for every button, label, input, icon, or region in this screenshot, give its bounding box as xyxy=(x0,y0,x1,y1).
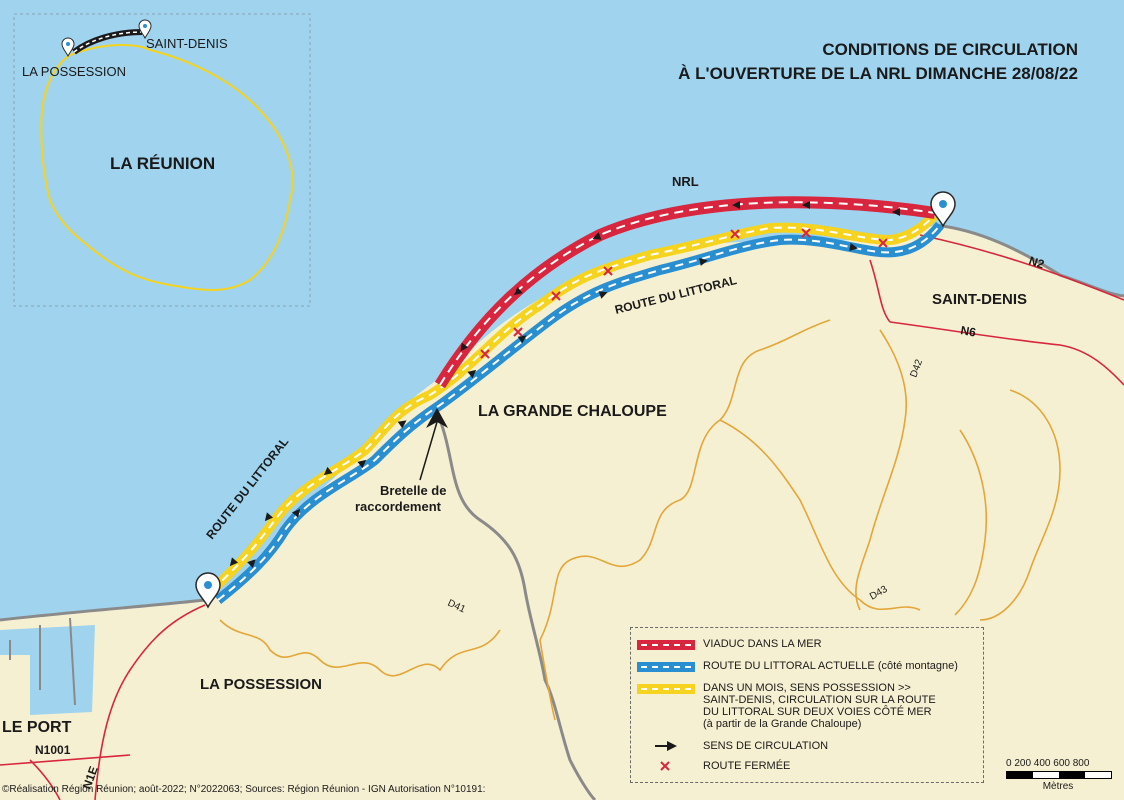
legend-item-sens: SENS DE CIRCULATION xyxy=(637,740,828,752)
closed-x-icon xyxy=(730,229,740,239)
place-le-port: LE PORT xyxy=(2,719,72,736)
direction-arrow-icon xyxy=(357,459,367,469)
direction-arrow-icon xyxy=(247,559,256,568)
port-jetty xyxy=(9,617,76,706)
place-saint-denis: SAINT-DENIS xyxy=(932,291,1027,308)
scale-graphic xyxy=(1006,771,1112,779)
closed-x-icon xyxy=(878,238,888,248)
viaduc-route-dash xyxy=(439,201,936,386)
direction-arrow-icon xyxy=(467,369,477,379)
direction-arrow-icon xyxy=(592,232,602,240)
national-roads xyxy=(0,234,1124,800)
direction-arrow-icon xyxy=(802,201,810,209)
n1001-label: N1001 xyxy=(35,743,71,757)
map-title-line2: À L'OUVERTURE DE LA NRL DIMANCHE 28/08/2… xyxy=(678,64,1078,83)
closed-x-icon xyxy=(513,327,523,337)
closed-x-icon xyxy=(480,349,490,359)
departmental-roads xyxy=(219,319,1061,721)
direction-arrow-icon xyxy=(699,258,708,266)
closed-x-icon xyxy=(603,266,613,276)
credit-line: ©Réalisation Région Réunion; août-2022; … xyxy=(2,784,486,795)
direction-arrow-icon xyxy=(655,741,677,751)
legend-item-viaduc: VIADUC DANS LA MER xyxy=(637,638,822,650)
inset-saint-denis: SAINT-DENIS xyxy=(146,36,228,51)
legend-label-route-actuelle: ROUTE DU LITTORAL ACTUELLE (côté montagn… xyxy=(703,660,958,672)
place-la-possession: LA POSSESSION xyxy=(200,676,322,693)
legend-item-fermee: ROUTE FERMÉE xyxy=(637,760,790,772)
legend-un-mois-line1: DANS UN MOIS, SENS POSSESSION >> xyxy=(703,682,911,694)
inset-island-name: LA RÉUNION xyxy=(110,154,215,173)
n6-label: N6 xyxy=(959,323,977,340)
direction-arrow-icon xyxy=(517,335,527,344)
location-pin-icon xyxy=(195,572,221,609)
legend-un-mois-line2: SAINT-DENIS, CIRCULATION SUR LA ROUTE xyxy=(703,694,936,706)
ramp-pointer-line xyxy=(419,421,438,481)
ramp-label-line2: raccordement xyxy=(355,499,442,514)
legend-item-un-mois: DANS UN MOIS, SENS POSSESSION >> SAINT-D… xyxy=(637,682,936,730)
direction-arrow-icon xyxy=(460,342,469,352)
closed-x-icon xyxy=(660,761,670,771)
legend-un-mois-line3: DU LITTORAL SUR DEUX VOIES CÔTÉ MER xyxy=(703,706,932,718)
closed-x-icon xyxy=(551,291,561,301)
direction-arrow-icon xyxy=(513,286,523,296)
inset-la-possession: LA POSSESSION xyxy=(22,64,126,79)
nrl-label: NRL xyxy=(672,174,699,189)
ramp-pointer-icon xyxy=(426,408,448,428)
map-title-line1: CONDITIONS DE CIRCULATION xyxy=(822,40,1078,59)
direction-arrow-icon xyxy=(229,557,239,567)
legend: VIADUC DANS LA MER ROUTE DU LITTORAL ACT… xyxy=(630,627,984,783)
location-pin-icon xyxy=(138,19,152,40)
legend-label-viaduc: VIADUC DANS LA MER xyxy=(703,638,822,650)
direction-arrow-icon xyxy=(323,466,333,476)
commune-boundary xyxy=(438,419,597,800)
place-grande-chaloupe: LA GRANDE CHALOUPE xyxy=(478,403,667,420)
direction-arrow-icon xyxy=(598,291,608,299)
location-pin-icon xyxy=(930,191,956,228)
legend-swatch-yellow xyxy=(637,684,695,694)
legend-swatch-red xyxy=(637,640,695,650)
location-pin-icon xyxy=(61,37,75,58)
map-title: CONDITIONS DE CIRCULATION À L'OUVERTURE … xyxy=(678,38,1078,86)
direction-arrow-icon xyxy=(892,208,900,216)
current-route-dash xyxy=(217,224,941,601)
legend-label-sens: SENS DE CIRCULATION xyxy=(703,740,829,752)
direction-arrow-icon xyxy=(291,508,301,518)
n2-label: N2 xyxy=(1027,254,1046,272)
direction-arrow-icon xyxy=(849,243,858,251)
legend-un-mois-line4: (à partir de la Grande Chaloupe) xyxy=(703,718,862,730)
inset-map: SAINT-DENIS LA POSSESSION LA RÉUNION xyxy=(13,13,311,307)
scale-labels: 0 200 400 600 800 xyxy=(1006,758,1090,769)
legend-label-un-mois: DANS UN MOIS, SENS POSSESSION >> SAINT-D… xyxy=(703,682,936,730)
scale-unit: Mètres xyxy=(1042,781,1074,792)
coastline xyxy=(0,223,1124,622)
legend-label-fermee: ROUTE FERMÉE xyxy=(703,760,791,772)
direction-arrow-icon xyxy=(264,512,274,522)
legend-item-route-actuelle: ROUTE DU LITTORAL ACTUELLE (côté montagn… xyxy=(637,660,958,672)
closed-x-icon xyxy=(801,228,811,238)
scale-bar: 0 200 400 600 800 Mètres xyxy=(1006,758,1120,792)
inset-island-outline xyxy=(40,44,294,291)
closed-marks xyxy=(480,228,888,359)
legend-swatch-blue xyxy=(637,662,695,672)
direction-arrows xyxy=(229,201,900,568)
direction-arrow-icon xyxy=(397,420,407,429)
direction-arrow-icon xyxy=(732,201,740,209)
ramp-label-line1: Bretelle de xyxy=(380,483,446,498)
future-route-dash xyxy=(211,214,936,591)
